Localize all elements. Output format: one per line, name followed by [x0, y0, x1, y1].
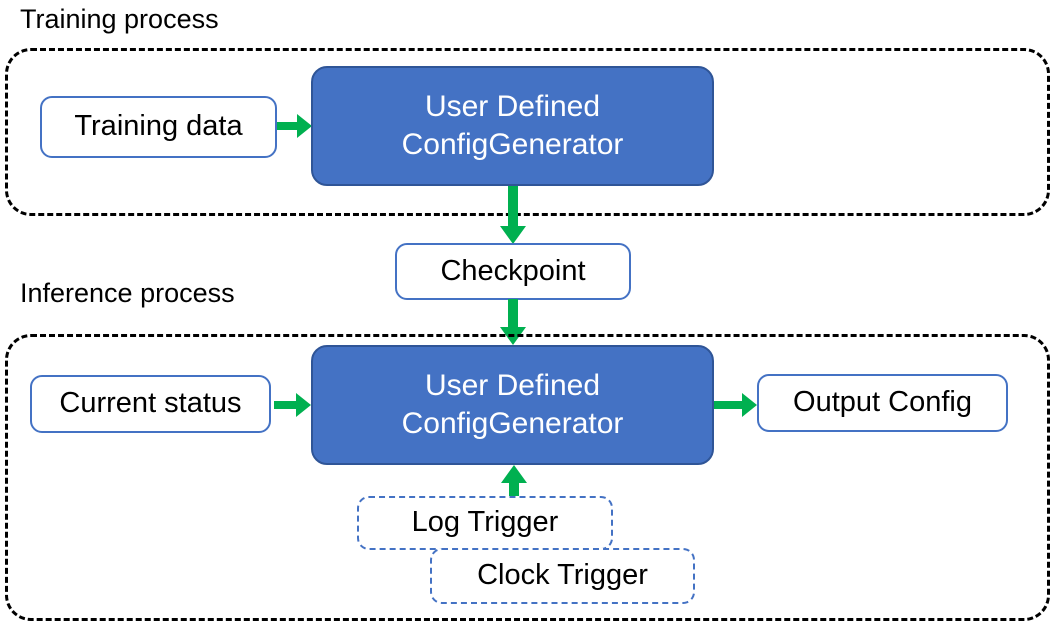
node-clock-trigger[interactable]: Clock Trigger: [430, 548, 695, 604]
section-container-training: [5, 48, 1050, 216]
arrow-current-status-to-generator: [274, 390, 312, 420]
train-generator-line-2: ConfigGenerator: [401, 128, 624, 161]
node-inference-config-generator[interactable]: User Defined ConfigGenerator: [311, 345, 714, 465]
node-log-trigger[interactable]: Log Trigger: [357, 496, 613, 550]
node-current-status[interactable]: Current status: [30, 375, 271, 433]
arrow-trigger-to-generator: [500, 465, 528, 505]
infer-generator-line-2: ConfigGenerator: [401, 407, 624, 440]
section-label-inference: Inference process: [20, 278, 235, 308]
arrow-generator-to-checkpoint: [498, 186, 528, 246]
node-checkpoint[interactable]: Checkpoint: [395, 243, 631, 300]
node-training-data[interactable]: Training data: [40, 96, 277, 158]
infer-generator-line-1: User Defined: [424, 368, 601, 402]
section-label-training: Training process: [20, 4, 219, 34]
arrow-checkpoint-to-inference-generator: [498, 299, 528, 347]
train-generator-line-1: User Defined: [424, 89, 601, 123]
arrow-training-data-to-generator: [277, 111, 313, 141]
node-output-config[interactable]: Output Config: [757, 374, 1008, 432]
section-container-inference: [5, 334, 1050, 621]
node-train-config-generator[interactable]: User Defined ConfigGenerator: [311, 66, 714, 186]
arrow-generator-to-output-config: [714, 390, 758, 420]
